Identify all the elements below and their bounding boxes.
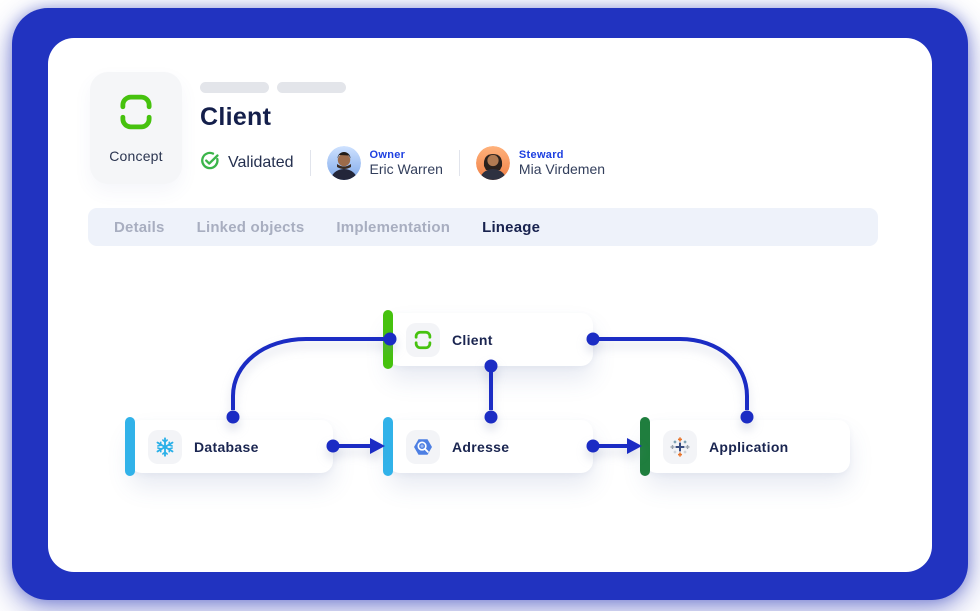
bigquery-icon bbox=[406, 430, 440, 464]
steward-person[interactable]: Steward Mia Virdemen bbox=[475, 146, 605, 180]
divider bbox=[309, 150, 311, 176]
tab-lineage[interactable]: Lineage bbox=[482, 218, 541, 236]
node-label: Adresse bbox=[452, 438, 510, 455]
eric-warren-avatar bbox=[326, 146, 361, 180]
lineage-node-database[interactable]: Database bbox=[125, 417, 333, 476]
node-label: Client bbox=[452, 331, 493, 348]
skeleton-row bbox=[200, 82, 605, 93]
node-label: Application bbox=[709, 438, 789, 455]
node-accent-bar bbox=[125, 417, 135, 476]
tab-details[interactable]: Details bbox=[114, 218, 165, 236]
concept-badge: Concept bbox=[90, 72, 182, 184]
tab-implementation[interactable]: Implementation bbox=[336, 218, 451, 236]
lineage-node-application[interactable]: Application bbox=[640, 417, 850, 476]
tableau-icon bbox=[663, 430, 697, 464]
concept-bracket-icon bbox=[115, 93, 157, 136]
mia-virdemen-avatar bbox=[475, 146, 510, 180]
main-card: Concept Client Validated bbox=[48, 38, 932, 572]
edge-client-application bbox=[593, 337, 749, 410]
status-badge: Validated bbox=[200, 151, 294, 176]
steward-name: Mia Virdemen bbox=[518, 161, 606, 178]
owner-texts: Owner Eric Warren bbox=[370, 149, 443, 178]
steward-texts: Steward Mia Virdemen bbox=[519, 149, 605, 178]
tab-bar: Details Linked objects Implementation Li… bbox=[88, 208, 878, 246]
owner-name: Eric Warren bbox=[369, 161, 443, 178]
node-accent-bar bbox=[383, 417, 393, 476]
status-row: Validated bbox=[200, 146, 605, 180]
lineage-node-adresse[interactable]: Adresse bbox=[383, 417, 593, 476]
lineage-node-client[interactable]: Client bbox=[383, 310, 593, 369]
check-circle-icon bbox=[200, 151, 220, 176]
skeleton-pill bbox=[277, 82, 346, 93]
owner-role-label: Owner bbox=[369, 148, 406, 161]
page-title: Client bbox=[200, 103, 272, 131]
tab-linked-objects[interactable]: Linked objects bbox=[196, 218, 305, 236]
concept-badge-label: Concept bbox=[109, 147, 163, 164]
status-label: Validated bbox=[228, 154, 294, 171]
divider bbox=[458, 150, 460, 176]
node-accent-bar bbox=[640, 417, 650, 476]
edge-client-database bbox=[231, 337, 390, 410]
header: Client Validated bbox=[200, 82, 605, 180]
steward-role-label: Steward bbox=[518, 148, 564, 161]
snowflake-icon bbox=[148, 430, 182, 464]
concept-bracket-icon bbox=[406, 323, 440, 357]
skeleton-pill bbox=[200, 82, 269, 93]
node-label: Database bbox=[194, 438, 259, 455]
node-accent-bar bbox=[383, 310, 393, 369]
owner-person[interactable]: Owner Eric Warren bbox=[326, 146, 443, 180]
